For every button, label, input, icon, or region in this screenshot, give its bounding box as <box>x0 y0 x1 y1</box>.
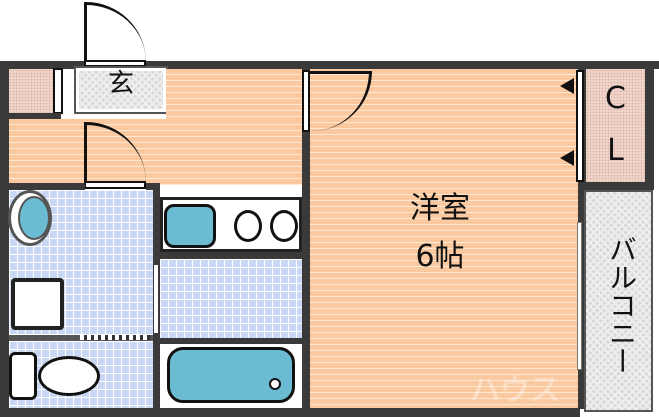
closet-wall <box>578 69 586 409</box>
shoe-storage <box>9 69 53 113</box>
washroom-door-frame <box>84 181 146 189</box>
stove-burner-1[interactable] <box>234 210 262 242</box>
outer-wall-top <box>0 61 659 69</box>
washing-machine[interactable] <box>11 278 64 330</box>
corridor-floor-upper <box>166 69 303 119</box>
wet-area-wall-top <box>9 183 85 190</box>
closet-bottom-wall <box>578 182 654 190</box>
bathtub[interactable] <box>167 347 295 403</box>
closet-floor <box>586 69 645 183</box>
closet-door-arrow-1 <box>560 78 574 94</box>
toilet-tank <box>9 352 37 400</box>
bath-door[interactable] <box>154 265 158 333</box>
closet-label-l: L <box>607 133 624 168</box>
wet-area-wall-top-2 <box>146 183 160 190</box>
closet-door-arrow-2 <box>560 150 574 166</box>
entrance-label: 玄 <box>107 69 134 99</box>
entrance-floor <box>74 66 168 114</box>
western-room-size: 6帖 <box>415 239 465 274</box>
western-room-floor <box>310 69 578 408</box>
outer-wall-right <box>645 61 654 186</box>
balcony-label: バルコニー <box>605 235 638 375</box>
bathtub-drain <box>269 378 281 390</box>
western-room-label: 洋室 <box>410 191 470 226</box>
balcony-floor <box>584 190 653 412</box>
kitchen-sink[interactable] <box>164 204 216 248</box>
storage-wall <box>9 113 61 119</box>
outer-wall-left <box>0 61 9 417</box>
stove-burner-2[interactable] <box>270 210 298 242</box>
bath-wall <box>160 338 302 344</box>
kitchen-wall <box>160 252 302 259</box>
storage-door[interactable] <box>53 68 63 114</box>
closet-door[interactable] <box>576 70 584 182</box>
toilet-bowl[interactable] <box>38 356 100 396</box>
entrance-door-frame <box>84 60 146 67</box>
balcony-window[interactable] <box>577 222 582 370</box>
closet-label-c: C <box>605 81 626 116</box>
room-door-jamb <box>302 70 310 132</box>
outer-wall-bottom <box>0 408 580 417</box>
sliding-door[interactable] <box>80 335 150 340</box>
watermark: ハウス <box>470 373 560 408</box>
changing-floor <box>160 259 302 339</box>
corridor-floor <box>9 119 303 185</box>
room-wall <box>302 69 310 409</box>
entrance-door[interactable] <box>84 2 146 62</box>
wash-basin-bowl <box>18 196 50 240</box>
